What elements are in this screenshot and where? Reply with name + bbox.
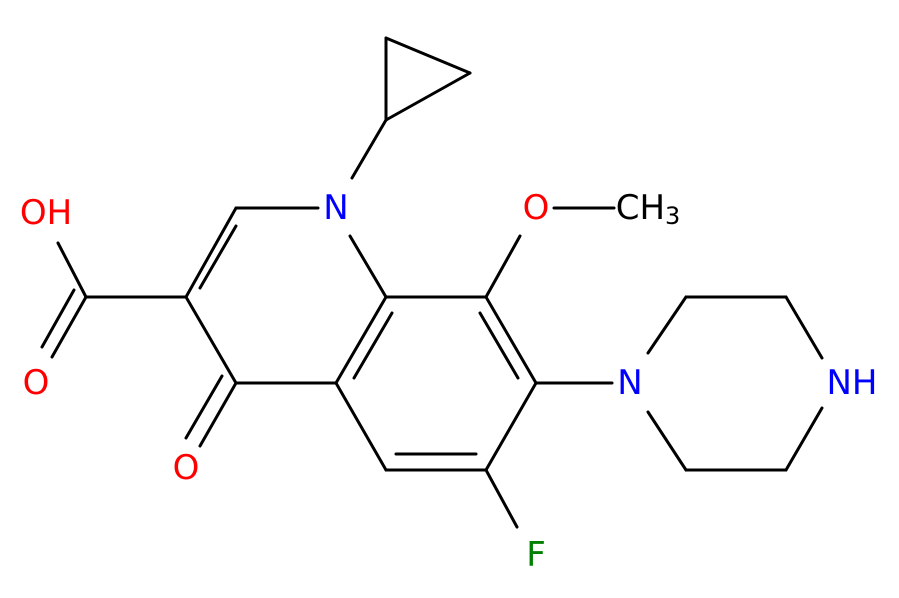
bond [384,71,472,122]
methyl-subscript: 3 [665,202,680,230]
bond [40,288,76,349]
bond [484,295,538,385]
bond [484,468,519,529]
methoxy-oxygen-label: O [523,188,550,228]
carbonyl-oxygen-acid-label: O [23,363,50,403]
bond [484,381,538,472]
methyl-ch-text: CH [616,188,665,228]
bond [646,295,688,355]
bond [646,410,688,472]
bond [184,206,238,299]
bond [50,295,88,359]
bond [384,36,472,75]
bond [484,234,522,299]
bond-lines [40,36,824,529]
bond [334,381,388,472]
bond [348,234,388,299]
bond [334,295,388,385]
methyl-label: CH3 [616,188,681,230]
bond [784,406,824,472]
fluorine-label: F [526,535,546,575]
piperazine-nitrogen-label: N [617,363,642,403]
ring-nitrogen-label: N [323,188,348,228]
hydroxyl-label: OH [20,193,72,233]
carbonyl-oxygen-keto-label: O [173,448,200,488]
atom-labels: N OH O O F O CH3 N NH [20,188,878,575]
bond [784,295,824,360]
bond [198,224,238,290]
bond [198,381,238,448]
bond [478,311,520,380]
bond [352,311,394,380]
bond [184,295,238,385]
bond [184,374,224,440]
piperazine-nh-label: NH [827,363,878,403]
bond [350,118,388,180]
bond [56,241,88,299]
